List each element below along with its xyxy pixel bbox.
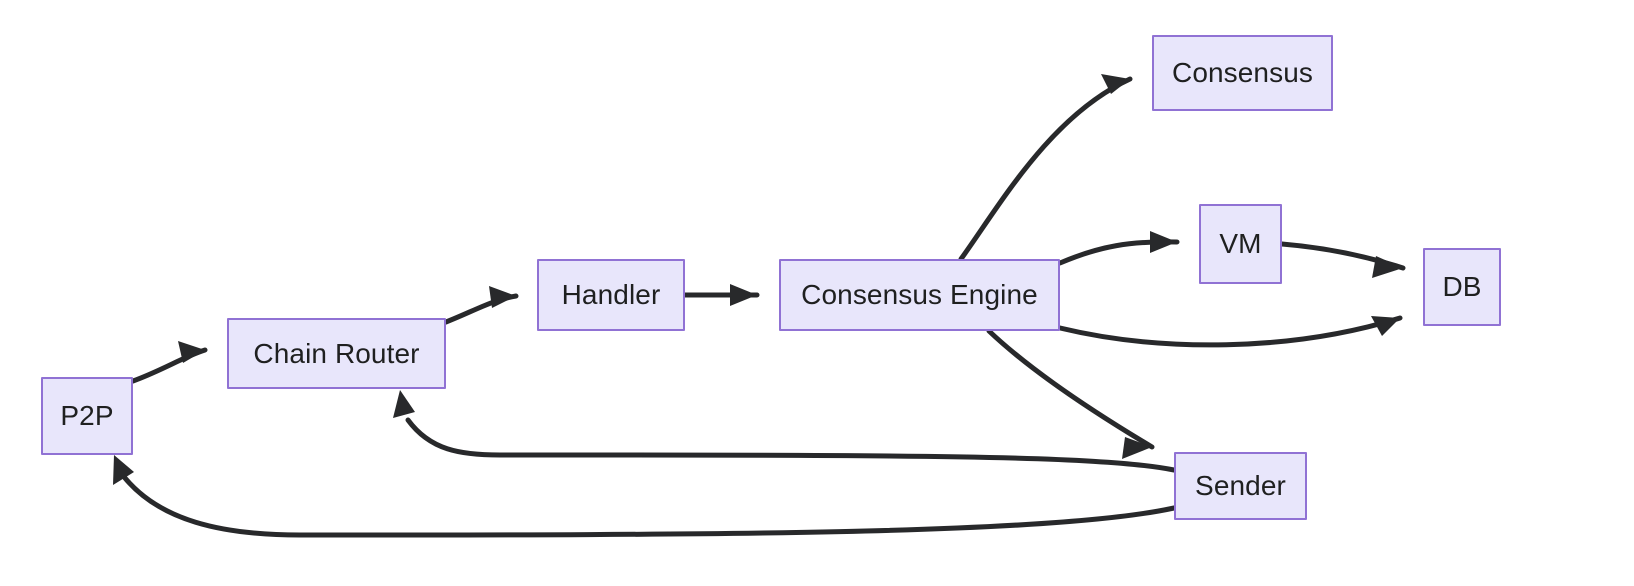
node-label-consensus: Consensus [1172,57,1313,88]
arrow-head-icon [393,390,415,418]
edge-handler-to-consensus-engine [682,284,760,306]
edge-consensus-engine-to-consensus [958,74,1133,262]
edge-consensus-engine-to-sender [986,328,1155,459]
edge-chain-router-to-handler [443,286,519,325]
node-label-handler: Handler [561,279,661,310]
node-label-vm: VM [1219,228,1262,259]
node-sender[interactable]: Sender [1174,452,1307,520]
node-label-sender: Sender [1195,470,1286,501]
arrow-head-icon [730,284,757,306]
node-p2p[interactable]: P2P [41,377,133,455]
edge-vm-to-db [1279,241,1406,278]
arrow-head-icon [489,286,516,308]
arrow-head-icon [1122,437,1152,459]
node-db[interactable]: DB [1423,248,1501,326]
arrow-head-icon [178,341,205,363]
node-chain-router[interactable]: Chain Router [227,318,446,389]
node-vm[interactable]: VM [1199,204,1282,284]
arrow-head-icon [113,455,134,485]
edge-consensus-engine-to-db [1057,315,1403,348]
node-handler[interactable]: Handler [537,259,685,331]
edge-sender-to-chain-router [393,390,1177,473]
edge-sender-to-p2p [113,455,1177,538]
node-label-p2p: P2P [60,400,114,431]
node-label-db: DB [1442,271,1482,302]
arrow-head-icon [1101,74,1130,94]
node-label-consensus-engine: Consensus Engine [801,279,1038,310]
node-consensus-engine[interactable]: Consensus Engine [779,259,1060,331]
arrow-head-icon [1372,256,1403,278]
edge-p2p-to-chain-router [130,341,208,384]
arrow-head-icon [1150,231,1177,253]
arrow-head-icon [1371,316,1400,336]
node-consensus[interactable]: Consensus [1152,35,1333,111]
node-label-chain-router: Chain Router [253,337,420,369]
edge-consensus-engine-to-vm [1057,231,1180,266]
